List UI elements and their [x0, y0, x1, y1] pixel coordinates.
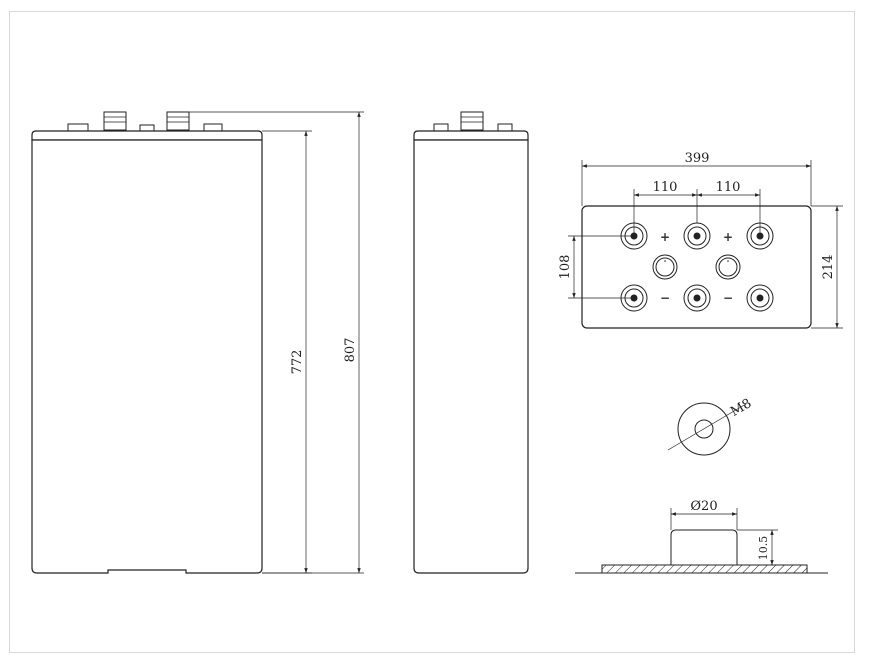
positive-sign-2: +: [723, 230, 733, 244]
row-spacing-label: 108: [558, 255, 573, 280]
negative-sign-2: −: [723, 291, 733, 305]
negative-sign-1: −: [660, 291, 670, 305]
height-internal-label: 772: [290, 350, 305, 375]
side-terminal: [460, 111, 484, 131]
front-terminal-2: [166, 111, 190, 131]
terminal-diameter-label: Ø20: [690, 499, 717, 514]
side-view: [413, 111, 529, 574]
side-lid: [413, 130, 529, 141]
width-label: 214: [821, 255, 836, 280]
front-lid: [31, 130, 263, 141]
terminal-detail-side: Ø20 10.5: [575, 499, 828, 574]
positive-sign-1: +: [660, 230, 670, 244]
drawing-frame: [9, 11, 855, 653]
top-lid-outline: [581, 205, 812, 329]
top-terminal-pos-2: [683, 222, 711, 250]
vent-plug-2: [715, 254, 741, 280]
front-view: [31, 111, 263, 574]
top-dimensions: 399 110 110 108 214: [558, 151, 843, 329]
length-label: 399: [685, 151, 710, 166]
front-terminal-1: [103, 111, 127, 131]
vent-plug-1: [652, 254, 678, 280]
top-terminal-neg-3: [746, 284, 774, 312]
hatched-base: [601, 564, 808, 574]
spacing-left-label: 110: [653, 180, 678, 195]
top-view: + + − −: [581, 205, 812, 329]
top-terminal-neg-2: [683, 284, 711, 312]
side-container: [413, 139, 529, 574]
terminal-post-profile: [670, 529, 738, 565]
terminal-detail-top: M8: [667, 396, 754, 456]
thread-label: M8: [728, 396, 754, 420]
terminal-height-label: 10.5: [757, 536, 770, 561]
front-container: [31, 139, 263, 574]
front-dimensions: 772 807: [189, 111, 364, 574]
spacing-right-label: 110: [716, 180, 741, 195]
height-total-label: 807: [343, 338, 358, 363]
